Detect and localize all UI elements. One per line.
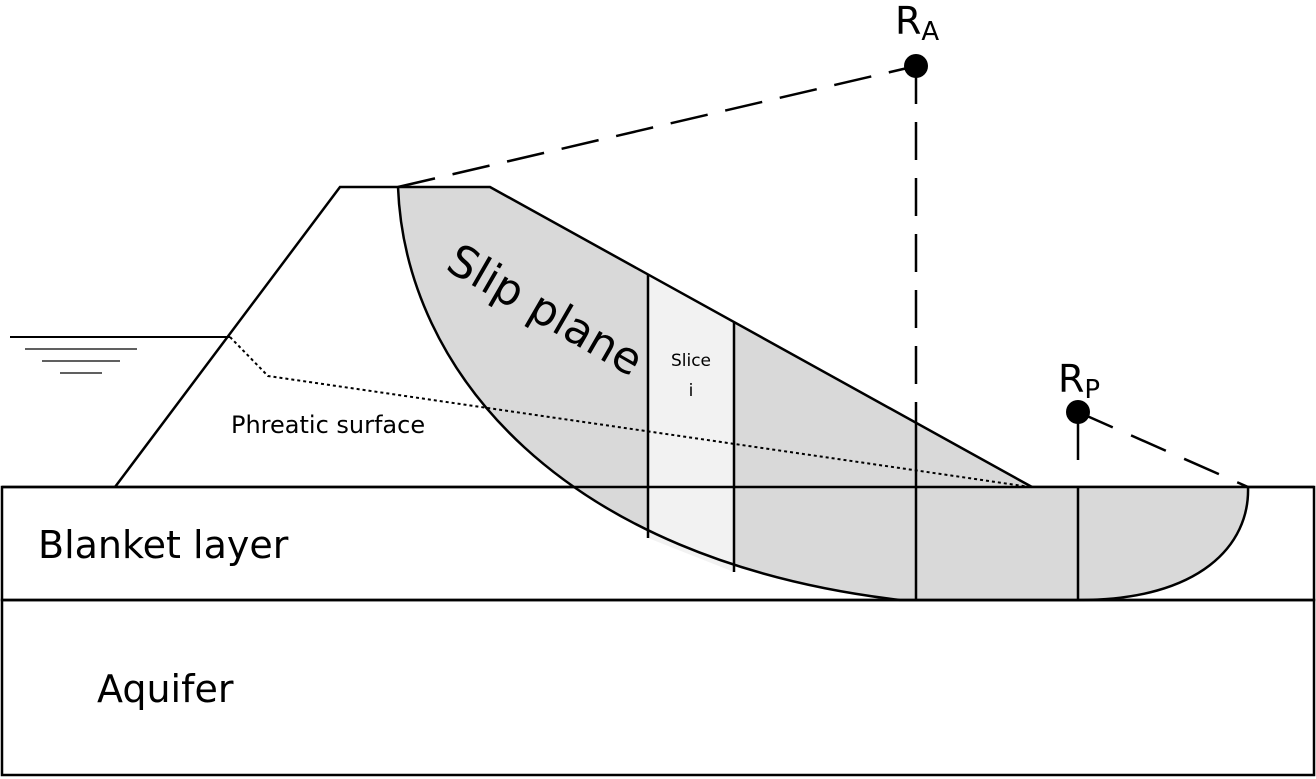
active-center-point (904, 54, 928, 78)
slice-index-label: i (689, 381, 694, 401)
phreatic-surface-label: Phreatic surface (231, 411, 425, 439)
phreatic-line (229, 336, 1031, 488)
aquifer-label: Aquifer (97, 667, 234, 711)
slip-mass (398, 187, 1249, 600)
aquifer-layer (0, 598, 1316, 777)
active-radius-line (397, 64, 917, 189)
slice-i (648, 275, 734, 572)
passive-radius-line (1077, 410, 1249, 489)
passive-center-point (1066, 400, 1090, 424)
active-center-label: RA (895, 0, 939, 47)
blanket-layer-label: Blanket layer (38, 523, 289, 567)
passive-center-label: RP (1058, 357, 1100, 405)
slip-circle (396, 186, 1250, 602)
slice-label: Slice (671, 351, 711, 371)
